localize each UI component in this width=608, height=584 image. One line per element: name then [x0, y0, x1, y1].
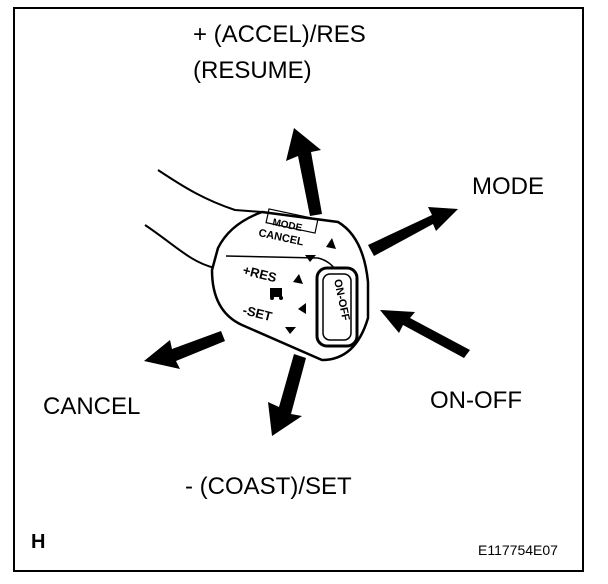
label-accel-res: + (ACCEL)/RES — [193, 21, 366, 48]
lever-shaft — [144, 169, 263, 269]
label-cancel: CANCEL — [43, 393, 141, 420]
cruise-indicator-icon — [270, 288, 283, 300]
label-mode: MODE — [472, 173, 544, 200]
figure-id: E117754E07 — [478, 542, 558, 558]
label-on-off: ON-OFF — [430, 387, 522, 414]
label-coast-set: - (COAST)/SET — [185, 473, 352, 500]
arrow-cancel — [144, 331, 225, 369]
corner-letter: H — [31, 531, 46, 553]
label-resume: (RESUME) — [193, 57, 312, 84]
arrow-mode — [368, 207, 458, 256]
lever-small-arrows — [285, 238, 336, 334]
arrow-accel-res-up — [286, 128, 322, 216]
arrow-coast-set-down — [268, 354, 306, 436]
lever-head: ON-OFF MODE CANCEL +RES -SET — [210, 208, 370, 362]
arrow-on-off — [380, 310, 470, 358]
lever-set-text: -SET — [241, 302, 273, 324]
